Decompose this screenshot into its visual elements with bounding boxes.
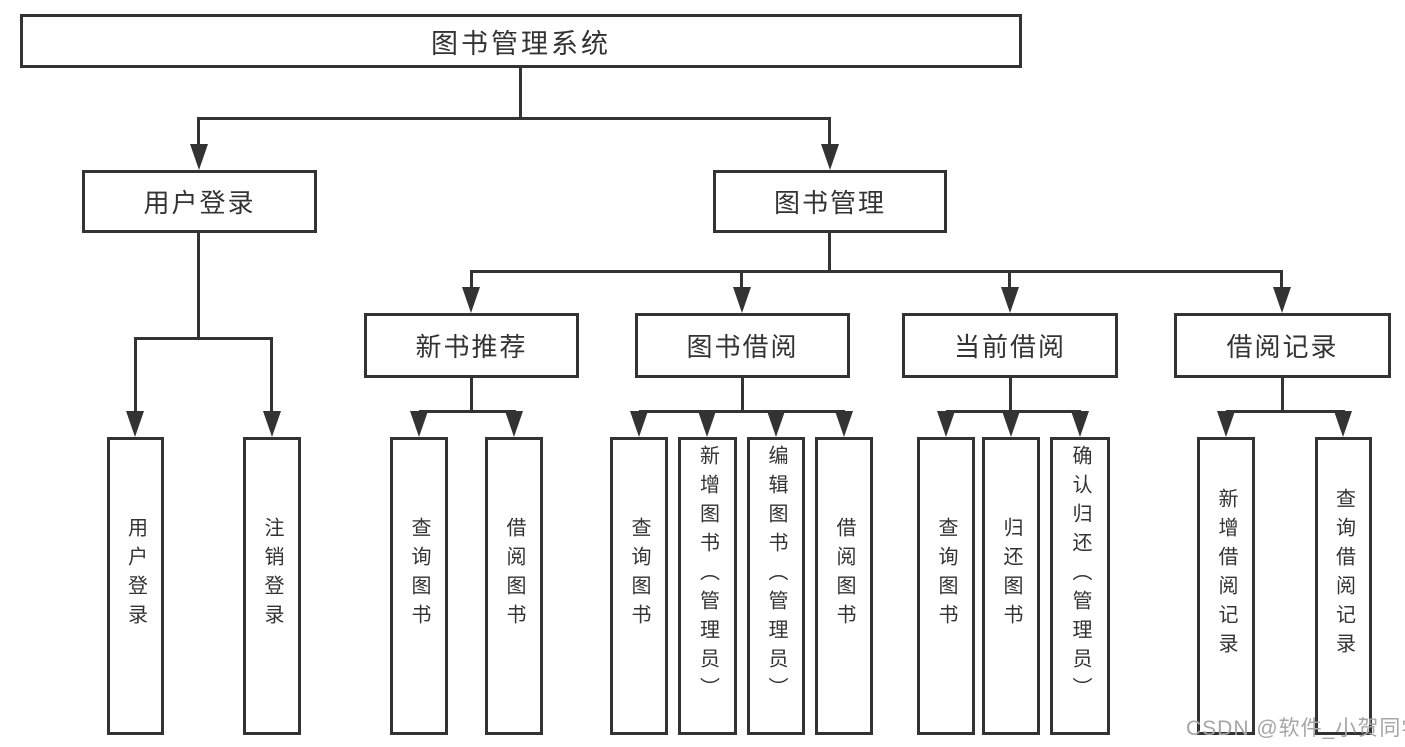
node-library-management-system: 图书管理系统: [20, 14, 1022, 68]
connector-line: [828, 233, 831, 273]
connector-line: [740, 270, 743, 289]
arrow-down: [126, 411, 144, 437]
connector-line: [134, 337, 137, 413]
connector-line: [470, 270, 1282, 273]
node-label: 借阅图书: [833, 517, 855, 633]
node-label: 注销登录: [261, 517, 283, 633]
arrow-down: [263, 411, 281, 437]
node-label: 借阅图书: [503, 517, 525, 633]
arrow-down: [410, 411, 428, 437]
node-current-borrow: 当前借阅: [902, 313, 1118, 378]
node-label: 图书借阅: [686, 332, 799, 362]
connector-line: [1009, 378, 1012, 412]
connector-line: [470, 378, 473, 412]
connector-line: [1226, 410, 1345, 413]
node-label: 查询借阅记录: [1332, 488, 1355, 662]
arrow-down: [1071, 411, 1089, 437]
connector-line: [828, 117, 831, 145]
node-label: 新增图书（管理员）: [696, 444, 719, 706]
arrow-down: [630, 411, 648, 437]
connector-line: [134, 337, 273, 340]
arrow-down: [1217, 411, 1235, 437]
watermark: CSDN @软件_小贺同学: [1186, 717, 1405, 740]
leaf-user-login: 用户登录: [107, 437, 164, 735]
leaf-add-books-admin: 新增图书（管理员）: [678, 437, 737, 735]
connector-line: [419, 410, 516, 413]
leaf-edit-books-admin: 编辑图书（管理员）: [747, 437, 805, 735]
connector-line: [197, 233, 200, 339]
arrow-down: [505, 411, 523, 437]
leaf-return-books: 归还图书: [982, 437, 1040, 735]
node-label: 当前借阅: [953, 332, 1066, 362]
node-label: 归还图书: [1000, 517, 1022, 633]
node-label: 用户登录: [143, 188, 256, 218]
node-label: 图书管理系统: [431, 28, 611, 59]
arrow-down: [821, 144, 839, 170]
node-label: 用户登录: [124, 517, 147, 633]
connector-line: [270, 337, 273, 413]
node-label: 图书管理: [773, 188, 886, 218]
arrow-down: [190, 144, 208, 170]
connector-line: [741, 378, 744, 412]
connector-line: [1280, 270, 1283, 289]
node-label: 借阅记录: [1226, 332, 1339, 362]
leaf-query-borrow-record: 查询借阅记录: [1315, 437, 1372, 735]
arrow-down: [1334, 411, 1352, 437]
node-new-book-recommend: 新书推荐: [364, 313, 579, 378]
arrow-down: [1001, 287, 1019, 313]
connector-line: [1008, 270, 1011, 289]
arrow-down: [937, 411, 955, 437]
leaf-borrow-books-recommend: 借阅图书: [485, 437, 543, 735]
arrow-down: [733, 287, 751, 313]
node-book-borrow: 图书借阅: [635, 313, 850, 378]
connector-line: [197, 117, 831, 120]
connector-line: [639, 410, 845, 413]
arrow-down: [698, 411, 716, 437]
node-label: 查询图书: [935, 517, 957, 633]
node-book-management: 图书管理: [713, 170, 947, 233]
node-label: 确认归还（管理员）: [1069, 444, 1091, 706]
arrow-down: [1002, 411, 1020, 437]
connector-line: [470, 270, 473, 289]
node-label: 新书推荐: [415, 332, 528, 362]
node-label: 新增借阅记录: [1215, 488, 1237, 662]
leaf-logout: 注销登录: [243, 437, 301, 735]
leaf-add-borrow-record: 新增借阅记录: [1197, 437, 1255, 735]
connector-line: [197, 117, 200, 145]
leaf-query-books-borrow: 查询图书: [610, 437, 668, 735]
leaf-query-books-recommend: 查询图书: [390, 437, 448, 735]
connector-line: [519, 68, 522, 120]
arrow-down: [1273, 287, 1291, 313]
node-borrow-records: 借阅记录: [1174, 313, 1391, 378]
arrow-down: [462, 287, 480, 313]
leaf-query-books-current: 查询图书: [917, 437, 975, 735]
leaf-borrow-books: 借阅图书: [815, 437, 873, 735]
node-label: 查询图书: [628, 517, 650, 633]
arrow-down: [767, 411, 785, 437]
node-label: 查询图书: [408, 517, 430, 633]
connector-line: [1281, 378, 1284, 412]
leaf-confirm-return-admin: 确认归还（管理员）: [1050, 437, 1110, 735]
node-label: 编辑图书（管理员）: [765, 444, 787, 706]
node-user-login: 用户登录: [82, 170, 317, 233]
arrow-down: [835, 411, 853, 437]
